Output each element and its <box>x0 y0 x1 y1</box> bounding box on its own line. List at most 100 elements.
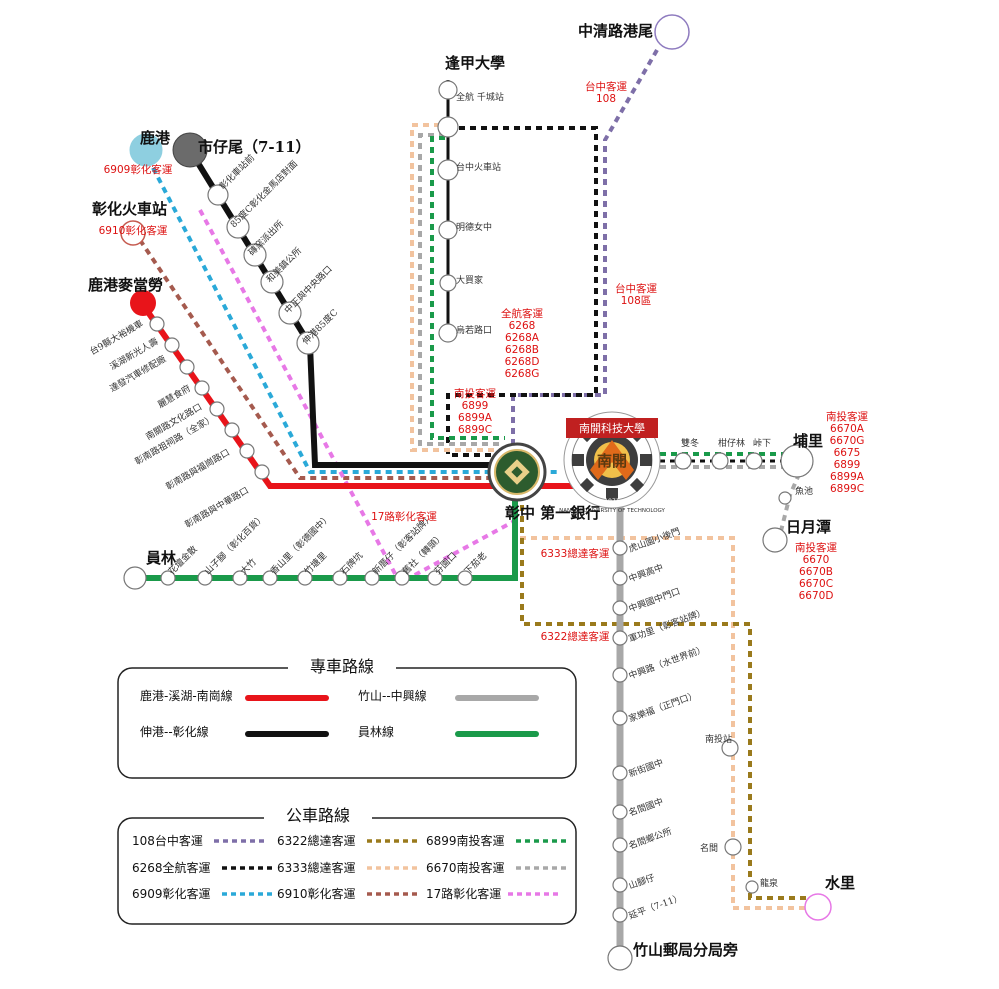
stop-circle[interactable] <box>612 877 628 893</box>
stop-circle[interactable] <box>278 301 302 325</box>
stop-circle[interactable] <box>224 422 240 438</box>
label-fengjia: 逢甲大學 <box>445 54 505 72</box>
stop-label: 名間鄉公所 <box>627 825 673 852</box>
legend-bus-title: 公車路線 <box>286 806 350 825</box>
changhua-bank-hub[interactable] <box>487 442 547 502</box>
stop-circle[interactable] <box>437 159 459 181</box>
stop-circle[interactable] <box>160 570 176 586</box>
stop-label: 竹塘里 <box>302 550 330 578</box>
stop-label: 柑仔林 <box>718 437 745 449</box>
yuanlin-stops <box>160 570 473 586</box>
stop-circle[interactable] <box>439 274 457 292</box>
stop-label: 山子腳（彰化百貨） <box>202 511 268 577</box>
zhushan-stops <box>612 540 628 923</box>
stop-labels: 全航 千城站台中火車站明德女中大買家烏若路口彰化車站前85度C彰化金馬店對面磚窯… <box>88 91 772 922</box>
stop-label: 下茄老 <box>462 550 490 578</box>
terminal-longquan-circle[interactable] <box>745 880 759 894</box>
terminal-shuili-circle[interactable] <box>804 893 832 921</box>
label-shizaiwei: 市仔尾（7-11） <box>198 138 311 156</box>
stop-circle[interactable] <box>612 837 628 853</box>
terminal-changhua-station-circle[interactable] <box>120 220 146 246</box>
terminal-lukang-circle[interactable] <box>129 133 163 167</box>
stop-label: 彰化車站前 <box>217 152 257 192</box>
terminal-fengjia-circle[interactable] <box>438 80 458 100</box>
stop-circle[interactable] <box>297 570 313 586</box>
label-changhua-bank-text: 彰中 第一銀行 <box>505 504 600 522</box>
stop-circle[interactable] <box>179 359 195 375</box>
terminal-shizaiwei-circle[interactable] <box>172 132 208 168</box>
stop-circle[interactable] <box>612 630 628 646</box>
stop-circle[interactable] <box>197 570 213 586</box>
stop-circle[interactable] <box>612 907 628 923</box>
terminal-zhongqing-circle[interactable] <box>654 14 690 50</box>
stop-circle[interactable] <box>427 570 443 586</box>
stop-circle[interactable] <box>262 570 278 586</box>
stop-circle[interactable] <box>394 570 410 586</box>
stop-circle[interactable] <box>612 765 628 781</box>
stop-circle[interactable] <box>612 804 628 820</box>
stop-circle[interactable] <box>437 116 459 138</box>
stop-circle[interactable] <box>745 452 763 470</box>
stop-label: 中興高中 <box>627 561 665 585</box>
nankai-logo-top-text: 南開科技大學 <box>579 421 645 435</box>
stop-circle[interactable] <box>612 710 628 726</box>
terminal-mingjian-circle[interactable] <box>724 838 742 856</box>
stop-label: 麗慧食府 <box>156 382 193 410</box>
stop-circle[interactable] <box>438 220 458 240</box>
stop-circle[interactable] <box>239 443 255 459</box>
stop-circle[interactable] <box>674 452 692 470</box>
stop-circle[interactable] <box>612 600 628 616</box>
legend-shuttle-label: 員林線 <box>358 724 394 739</box>
taichung-stops <box>437 116 459 343</box>
stop-circle[interactable] <box>232 570 248 586</box>
label-lukang: 鹿港 <box>140 129 171 147</box>
route-label: 6910彰化客運 <box>99 224 168 237</box>
label-zhongqing: 中清路港尾 <box>578 22 653 40</box>
legend-bus-label: 6333總達客運 <box>277 860 356 875</box>
stop-label: 伸港85度C <box>300 306 341 347</box>
puli-stops <box>674 452 763 470</box>
nankai-logo[interactable]: 南開科技大學 南開 1971 NAN KAI UNIVERSITY OF TEC… <box>559 411 666 514</box>
stop-circle[interactable] <box>612 570 628 586</box>
label-shuili: 水里 <box>825 874 855 892</box>
shuttle-green-line <box>135 490 518 581</box>
terminal-zhushan-circle[interactable] <box>607 945 633 971</box>
route-6670-top-line <box>418 133 500 446</box>
terminal-yuanlin-circle[interactable] <box>123 566 147 590</box>
stop-circle[interactable] <box>209 401 225 417</box>
stop-circle[interactable] <box>457 570 473 586</box>
label-sunmoon: 日月潭 <box>786 518 831 536</box>
terminal-lukang-temple-circle[interactable] <box>130 290 156 316</box>
stop-circle[interactable] <box>149 316 165 332</box>
terminal-puli-circle[interactable] <box>780 444 814 478</box>
stop-circle[interactable] <box>711 452 729 470</box>
stop-circle[interactable] <box>332 570 348 586</box>
stop-circle[interactable] <box>260 270 284 294</box>
stop-circle[interactable] <box>612 667 628 683</box>
stop-circle[interactable] <box>207 184 229 206</box>
stop-circle[interactable] <box>296 331 320 355</box>
label-yuanlin: 員林 <box>145 549 177 567</box>
stop-circle[interactable] <box>194 380 210 396</box>
stop-circle[interactable] <box>438 323 458 343</box>
stop-circle[interactable] <box>612 540 628 556</box>
stop-circle[interactable] <box>226 215 250 239</box>
nankai-logo-year-text: 1971 <box>604 498 619 505</box>
terminal-sunmoon-circle[interactable] <box>762 527 788 553</box>
terminal-nantou-station-circle[interactable] <box>721 739 739 757</box>
stop-circle[interactable] <box>243 243 267 267</box>
stop-label: 和美鎮公所 <box>264 245 304 285</box>
stop-label: 新街國中 <box>627 756 665 780</box>
stop-circle[interactable] <box>364 570 380 586</box>
stop-circle[interactable] <box>164 337 180 353</box>
terminal-yuchi-circle[interactable] <box>778 491 792 505</box>
changhua-stops <box>207 184 320 355</box>
label-mingjian: 名間 <box>700 842 718 854</box>
stop-circle[interactable] <box>254 464 270 480</box>
stop-label: 台中火車站 <box>456 161 501 173</box>
